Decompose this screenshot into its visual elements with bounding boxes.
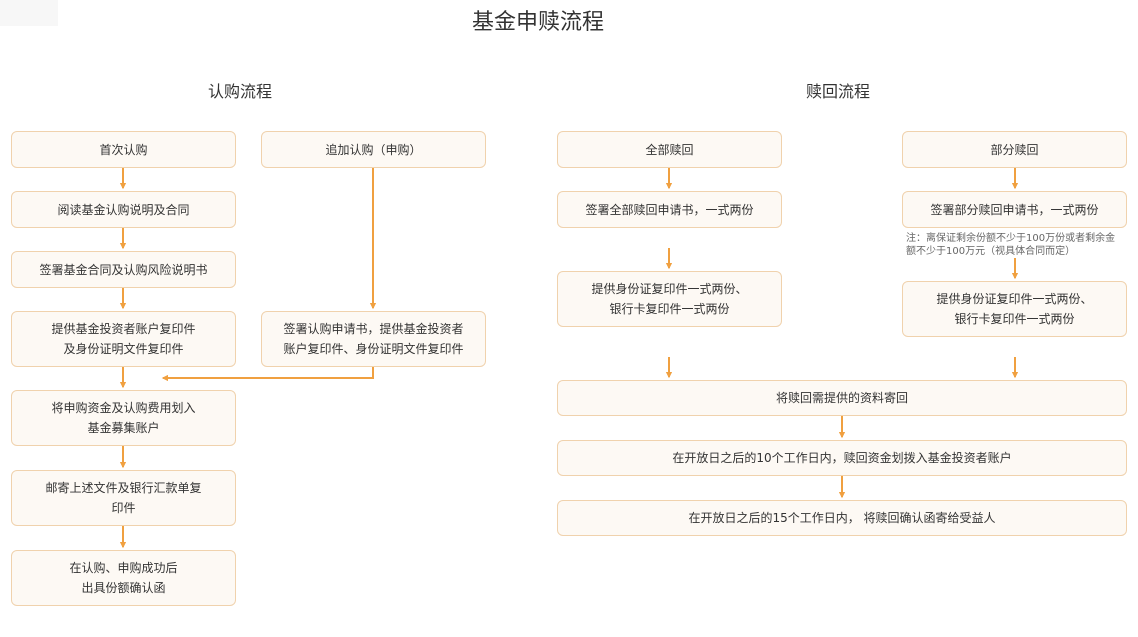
step-transfer-funds: 将申购资金及认购费用划入 基金募集账户: [11, 390, 236, 446]
step-read-contract: 阅读基金认购说明及合同: [11, 191, 236, 228]
step-sign-full-redeem: 签署全部赎回申请书，一式两份: [557, 191, 782, 228]
redeem-section-title: 赎回流程: [806, 82, 871, 101]
step-provide-account-copies: 提供基金投资者账户复印件 及身份证明文件复印件: [11, 311, 236, 367]
subscribe-section-title: 认购流程: [208, 82, 273, 101]
step-letter-within-15-days: 在开放日之后的15个工作日内， 将赎回确认函寄给受益人: [557, 500, 1127, 536]
partial-redeem-note: 注：离保证剩余份额不少于100万份或者剩余金 额不少于100万元（视具体合同而定…: [906, 233, 1116, 257]
step-sign-partial-redeem: 签署部分赎回申请书，一式两份: [902, 191, 1127, 228]
step-funds-within-10-days: 在开放日之后的10个工作日内，赎回资金划拨入基金投资者账户: [557, 440, 1127, 476]
step-first-subscribe: 首次认购: [11, 131, 236, 168]
step-full-redeem: 全部赎回: [557, 131, 782, 168]
step-sign-application: 签署认购申请书，提供基金投资者 账户复印件、身份证明文件复印件: [261, 311, 486, 367]
step-mail-documents: 邮寄上述文件及银行汇款单复 印件: [11, 470, 236, 526]
step-full-provide-copies: 提供身份证复印件一式两份、 银行卡复印件一式两份: [557, 271, 782, 327]
step-additional-subscribe: 追加认购（申购）: [261, 131, 486, 168]
corner-block: [0, 0, 58, 26]
step-partial-redeem: 部分赎回: [902, 131, 1127, 168]
step-partial-provide-copies: 提供身份证复印件一式两份、 银行卡复印件一式两份: [902, 281, 1127, 337]
page-title: 基金申赎流程: [471, 10, 604, 35]
step-sign-contract: 签署基金合同及认购风险说明书: [11, 251, 236, 288]
arrow-add-merge: [161, 367, 374, 382]
step-confirmation-letter: 在认购、申购成功后 出具份额确认函: [11, 550, 236, 606]
step-mail-back-materials: 将赎回需提供的资料寄回: [557, 380, 1127, 416]
